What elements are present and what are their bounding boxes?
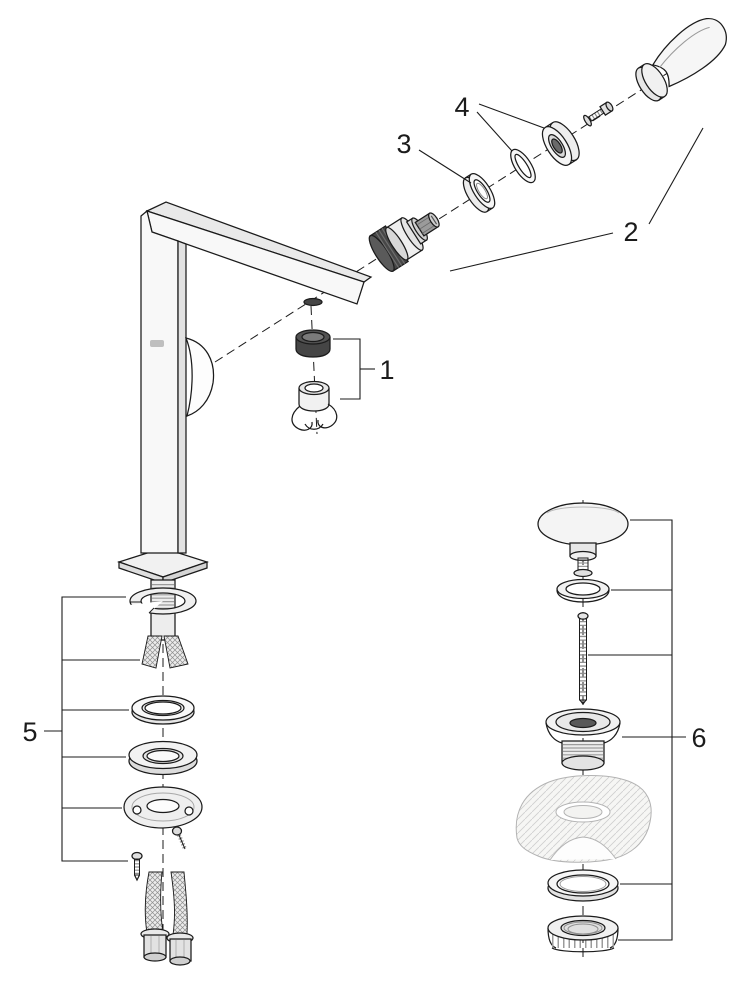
part-label-5: 5 — [22, 717, 37, 747]
temperature-lever — [184, 337, 215, 417]
hose-stubs — [141, 635, 189, 669]
callout-6: 6 — [588, 519, 707, 941]
o-ring-seal — [510, 148, 536, 184]
cartridge — [368, 212, 440, 273]
aerator-set — [291, 329, 338, 431]
faucet — [117, 201, 373, 584]
mounting-plate — [123, 786, 203, 829]
flat-washer — [131, 695, 195, 725]
stabilizing-ring — [128, 740, 198, 776]
body-side-face — [177, 240, 187, 554]
waste-seal-washer — [556, 578, 610, 603]
basin-cutaway — [515, 775, 652, 863]
brand-badge — [150, 340, 164, 347]
fixing-screw — [131, 851, 143, 882]
horseshoe-washer — [121, 587, 197, 624]
callouts: 1 2 3 4 5 — [22, 92, 707, 941]
body-front-face — [140, 209, 179, 554]
waste-locknut — [547, 915, 619, 953]
callout-1: 1 — [333, 338, 395, 400]
hose-nut-right — [166, 932, 194, 966]
waste-flange — [545, 708, 621, 771]
centerline-aerator-axis — [310, 305, 318, 435]
part-label-1: 1 — [379, 355, 394, 385]
handle-assembly — [368, 18, 727, 273]
centerline-handle-axis — [214, 59, 689, 363]
callout-2: 2 — [449, 127, 704, 272]
part-label-3: 3 — [396, 129, 411, 159]
callout-5: 5 — [22, 596, 140, 862]
handle-screw — [583, 101, 614, 127]
supply-hoses — [144, 871, 188, 936]
waste-ring — [547, 869, 619, 902]
part-label-6: 6 — [691, 723, 706, 753]
pop-up-plug — [537, 502, 629, 578]
spout-outlet — [303, 297, 323, 307]
mounting-set — [121, 579, 203, 966]
cap-collar — [541, 121, 580, 166]
hose-nut-left — [140, 928, 170, 962]
callout-4: 4 — [454, 92, 545, 152]
callout-3: 3 — [396, 129, 472, 184]
flow-regulator-clip — [291, 380, 338, 431]
adjusting-screw-rod — [577, 612, 589, 706]
mousseur — [295, 329, 331, 358]
lever-handle — [635, 18, 727, 102]
part-label-4: 4 — [454, 92, 469, 122]
part-label-2: 2 — [623, 217, 638, 247]
waste-set — [515, 502, 652, 953]
friction-ring — [462, 172, 496, 213]
plate-screw — [171, 826, 187, 850]
